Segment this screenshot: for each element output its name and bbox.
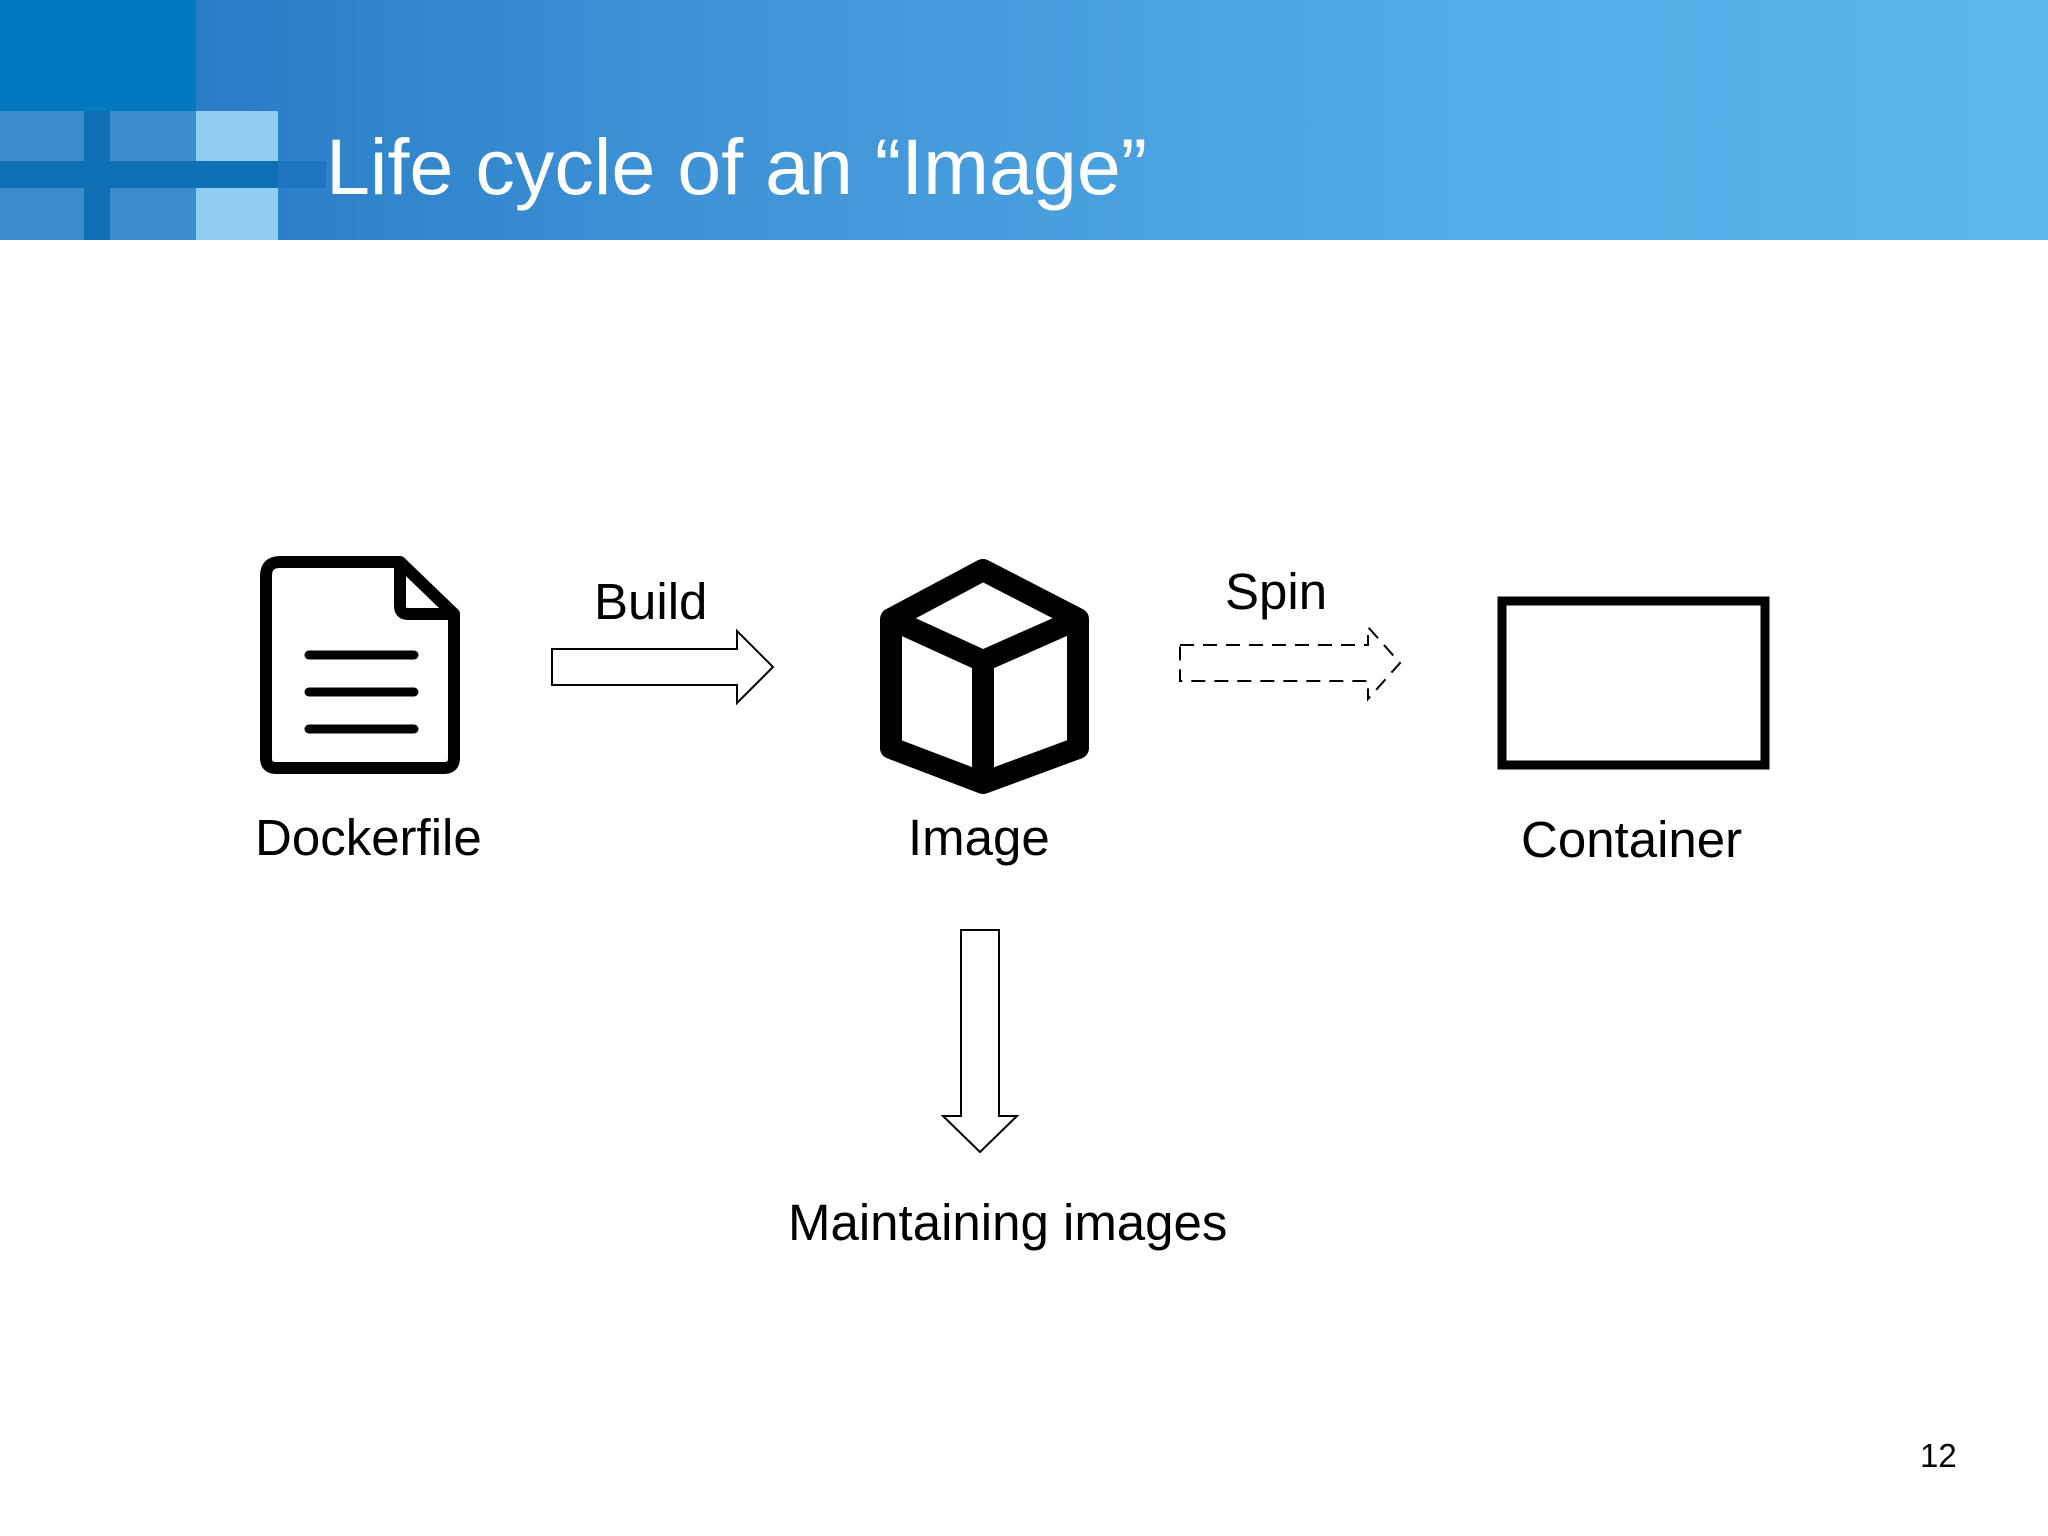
image-label: Image [908, 809, 1050, 866]
build-arrow [551, 628, 775, 706]
slide-header: Life cycle of an “Image” [0, 0, 2048, 240]
maintaining-images-label: Maintaining images [788, 1194, 1228, 1251]
dockerfile-label: Dockerfile [255, 809, 482, 866]
header-square [110, 111, 196, 161]
header-square [196, 188, 278, 240]
header-square [110, 188, 196, 240]
header-divider [84, 111, 110, 240]
header-square [0, 111, 84, 161]
build-label: Build [594, 573, 708, 630]
header-divider [278, 161, 326, 188]
spin-arrow [1179, 624, 1402, 702]
header-divider [0, 161, 278, 188]
spin-label: Spin [1225, 563, 1328, 620]
slide-number: 12 [1920, 1437, 1957, 1474]
cube-icon [880, 559, 1089, 794]
document-icon [260, 556, 460, 774]
header-square [196, 111, 278, 161]
maintain-arrow [940, 929, 1020, 1154]
container-label: Container [1521, 811, 1743, 868]
slide-title: Life cycle of an “Image” [326, 122, 1148, 211]
header-square [0, 188, 84, 240]
rectangle-icon [1497, 596, 1770, 770]
